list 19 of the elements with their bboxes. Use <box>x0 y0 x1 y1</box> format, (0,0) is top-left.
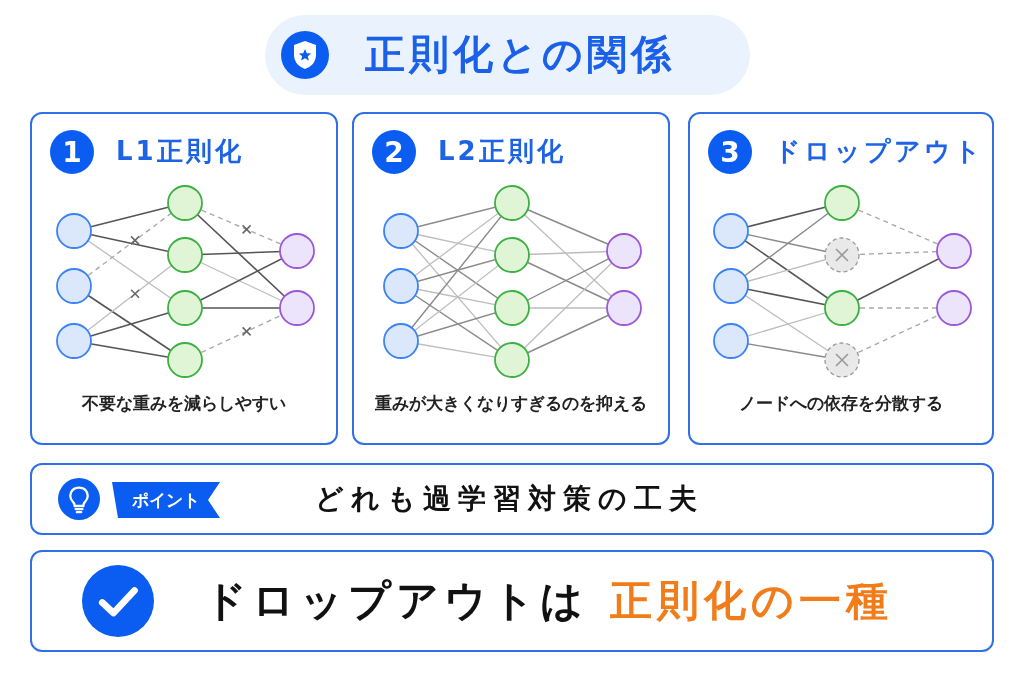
title: 正則化との関係 <box>365 30 675 79</box>
conclusion-highlight: 正則化の一種 <box>610 575 893 627</box>
method-card <box>30 112 338 445</box>
card-caption: 重みが大きくなりすぎるのを抑える <box>374 392 648 415</box>
card-heading: L1正則化 <box>116 135 244 168</box>
step-number: 3 <box>708 130 752 174</box>
card-heading: ドロップアウト <box>774 135 984 168</box>
step-number: 2 <box>372 130 416 174</box>
point-text: どれも過学習対策の工夫 <box>315 481 704 517</box>
card-caption: ノードへの依存を分散する <box>738 392 944 415</box>
method-card <box>688 112 994 445</box>
point-panel <box>30 463 994 535</box>
card-heading: L2正則化 <box>438 135 566 168</box>
step-number: 1 <box>50 130 94 174</box>
card-caption: 不要な重みを減らしやすい <box>81 392 287 415</box>
conclusion-panel <box>30 550 994 652</box>
conclusion-text: ドロップアウトは <box>204 575 588 627</box>
point-tag: ポイント <box>112 482 220 518</box>
method-card <box>352 112 670 445</box>
